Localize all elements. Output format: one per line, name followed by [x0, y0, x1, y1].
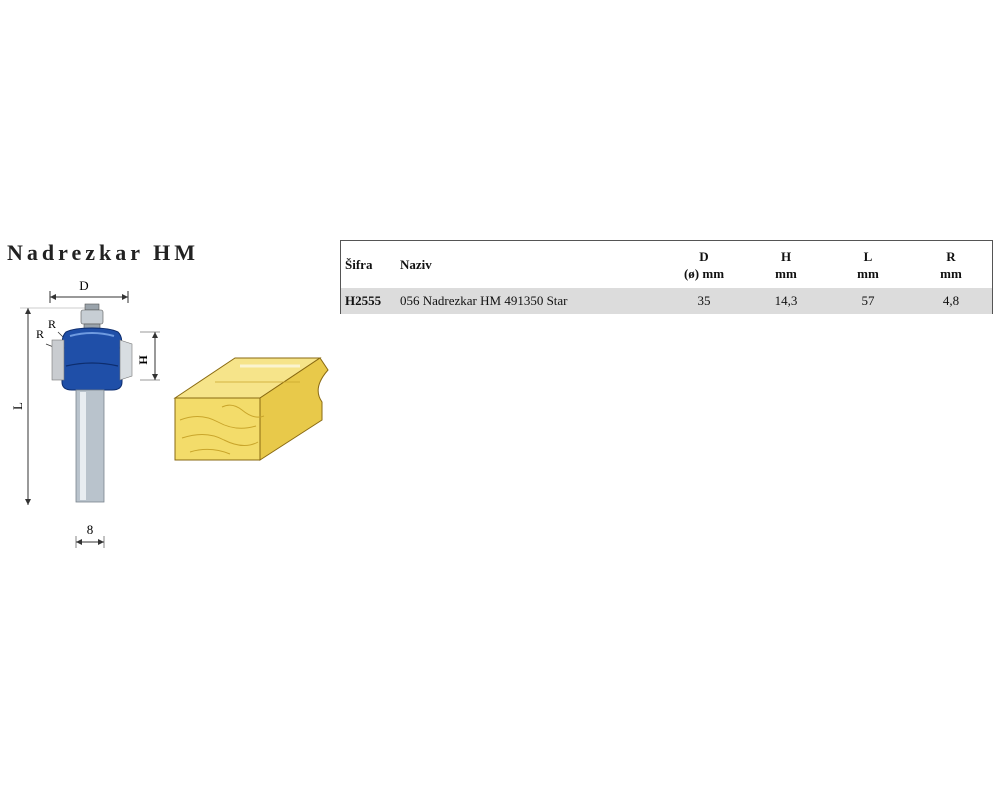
bearing-icon	[80, 303, 104, 331]
cell-naziv: 056 Nadrezkar HM 491350 Star	[400, 293, 568, 308]
dimension-shank: 8	[75, 522, 105, 548]
cell-d: 35	[697, 293, 711, 308]
dimension-h: H	[136, 331, 160, 381]
router-bit-diagram: D L H R R	[10, 278, 329, 548]
page-title: Nadrezkar HM	[7, 240, 199, 265]
table-row: H2555 056 Nadrezkar HM 491350 Star 35 14…	[341, 288, 992, 314]
shank-icon	[75, 389, 105, 503]
dim-h-label: H	[136, 355, 150, 365]
dimension-l: L	[10, 307, 90, 505]
header-h-bottom: mm	[775, 266, 797, 281]
dim-shank-label: 8	[87, 522, 94, 537]
wood-profile-icon	[173, 357, 329, 461]
dimension-d: D	[49, 278, 129, 303]
dim-d-label: D	[79, 278, 88, 293]
header-d-bottom: (ø) mm	[683, 266, 725, 281]
cell-l: 57	[861, 293, 875, 308]
header-d-top: D	[699, 249, 709, 264]
cell-sifra: H2555	[345, 293, 382, 308]
dim-r-label-2: R	[36, 327, 44, 341]
dim-r-label-1: R	[48, 317, 56, 331]
dim-l-label: L	[10, 402, 25, 410]
header-h-top: H	[780, 249, 792, 264]
cell-r: 4,8	[942, 293, 960, 308]
header-sifra: Šifra	[345, 257, 373, 272]
table-header: Šifra Naziv D (ø) mm H mm L mm R mm	[341, 241, 992, 288]
header-l-bottom: mm	[857, 266, 879, 281]
spec-table: Šifra Naziv D (ø) mm H mm L mm R mm H255…	[340, 240, 993, 314]
cell-h: 14,3	[774, 293, 798, 308]
header-r-top: R	[946, 249, 956, 264]
header-r-bottom: mm	[940, 266, 962, 281]
header-naziv: Naziv	[400, 257, 432, 272]
header-l-top: L	[863, 249, 873, 264]
cutter-head-icon	[51, 327, 133, 391]
